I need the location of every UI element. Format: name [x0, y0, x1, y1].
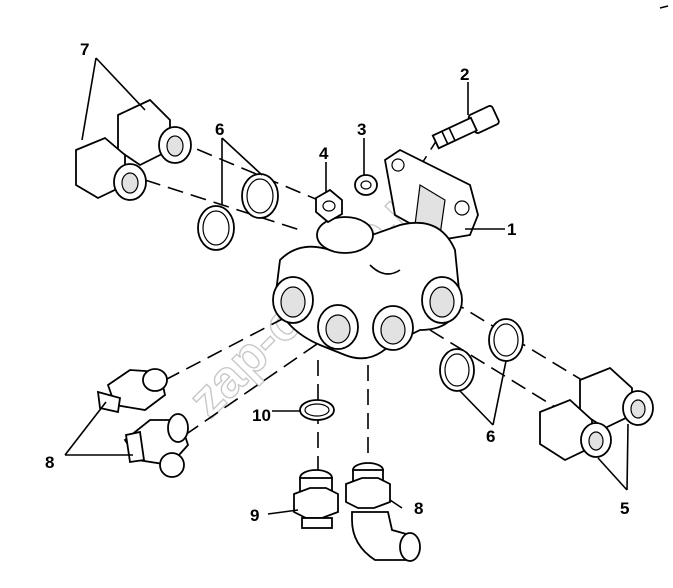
callout-9: 9	[250, 506, 259, 525]
o-rings-top	[197, 173, 279, 251]
plug-fitting	[293, 469, 339, 529]
straight-fittings-top-left	[75, 98, 192, 201]
callout-8-bottom: 8	[414, 499, 423, 518]
callout-4: 4	[319, 144, 329, 163]
callout-5: 5	[620, 499, 629, 518]
valve-body	[272, 148, 479, 360]
nut	[315, 188, 343, 224]
callout-6-right: 6	[486, 427, 495, 446]
bolt	[431, 105, 500, 150]
callout-1: 1	[507, 220, 516, 239]
corner-mark	[659, 5, 669, 9]
callouts: 7 2 3 4 6 1 6 5 8 10 9 8	[45, 40, 629, 525]
callout-3: 3	[357, 120, 366, 139]
bottom-o-ring	[299, 399, 335, 421]
washer	[354, 174, 378, 196]
straight-fittings-right	[539, 366, 654, 462]
callout-7: 7	[80, 40, 89, 59]
callout-6-top: 6	[215, 120, 224, 139]
callout-10: 10	[252, 406, 271, 425]
o-rings-right	[439, 318, 524, 392]
elbow-fittings-left	[96, 368, 190, 478]
elbow-fitting-bottom	[345, 462, 421, 562]
leader-lines	[64, 57, 629, 515]
callout-8-left: 8	[45, 453, 54, 472]
callout-2: 2	[460, 65, 469, 84]
